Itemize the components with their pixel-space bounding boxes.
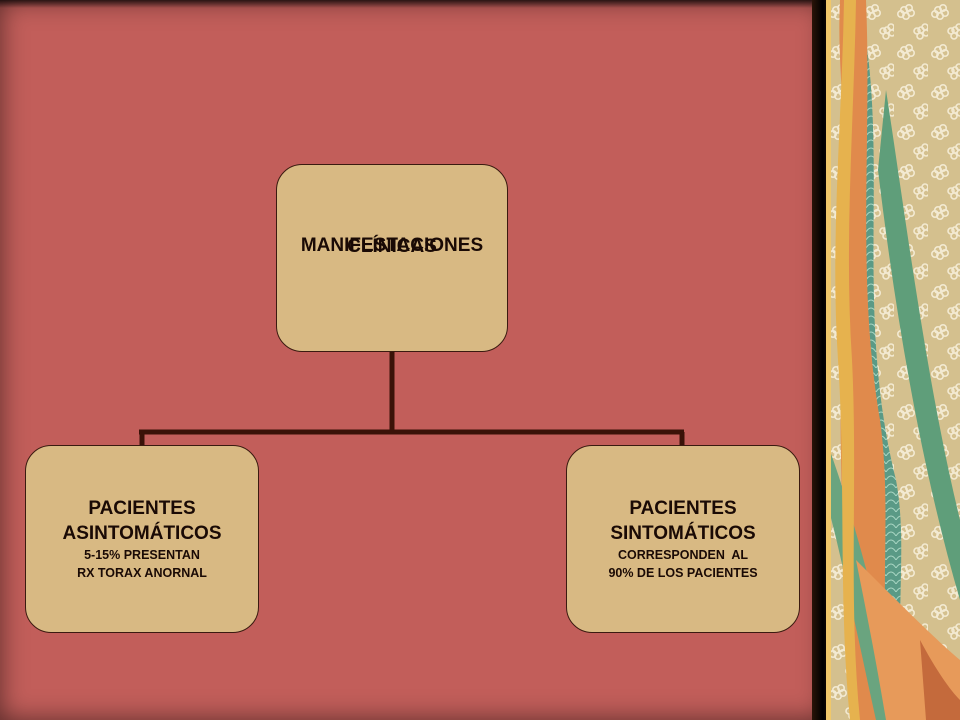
node-left-detail1: 5-15% PRESENTAN xyxy=(84,548,200,562)
decorative-side-panel xyxy=(826,0,960,720)
node-right-title1: PACIENTES xyxy=(629,498,737,519)
node-root-line1: MANIFESTACIONES xyxy=(300,235,484,256)
node-left-title1: PACIENTES xyxy=(88,498,196,519)
node-left-detail2: RX TORAX ANORNAL xyxy=(77,566,207,580)
decorative-side-art xyxy=(826,0,960,720)
node-pacientes-asintomaticos: PACIENTES ASINTOMÁTICOS 5-15% PRESENTAN … xyxy=(25,445,259,633)
node-right-title2: SINTOMÁTICOS xyxy=(610,523,756,544)
node-left-title2: ASINTOMÁTICOS xyxy=(62,523,222,544)
node-manifestaciones-clinicas: MANIFESTACIONES CLÍNICAS xyxy=(276,164,508,352)
node-right-detail1: CORRESPONDEN AL xyxy=(617,548,749,562)
tree-connectors xyxy=(139,352,685,445)
node-root-line2: CLÍNICAS xyxy=(347,236,437,257)
node-pacientes-sintomaticos: PACIENTES SINTOMÁTICOS CORRESPONDEN AL 9… xyxy=(566,445,800,633)
node-right-detail2: 90% DE LOS PACIENTES xyxy=(608,566,758,580)
slide-edge-strip xyxy=(812,0,830,720)
